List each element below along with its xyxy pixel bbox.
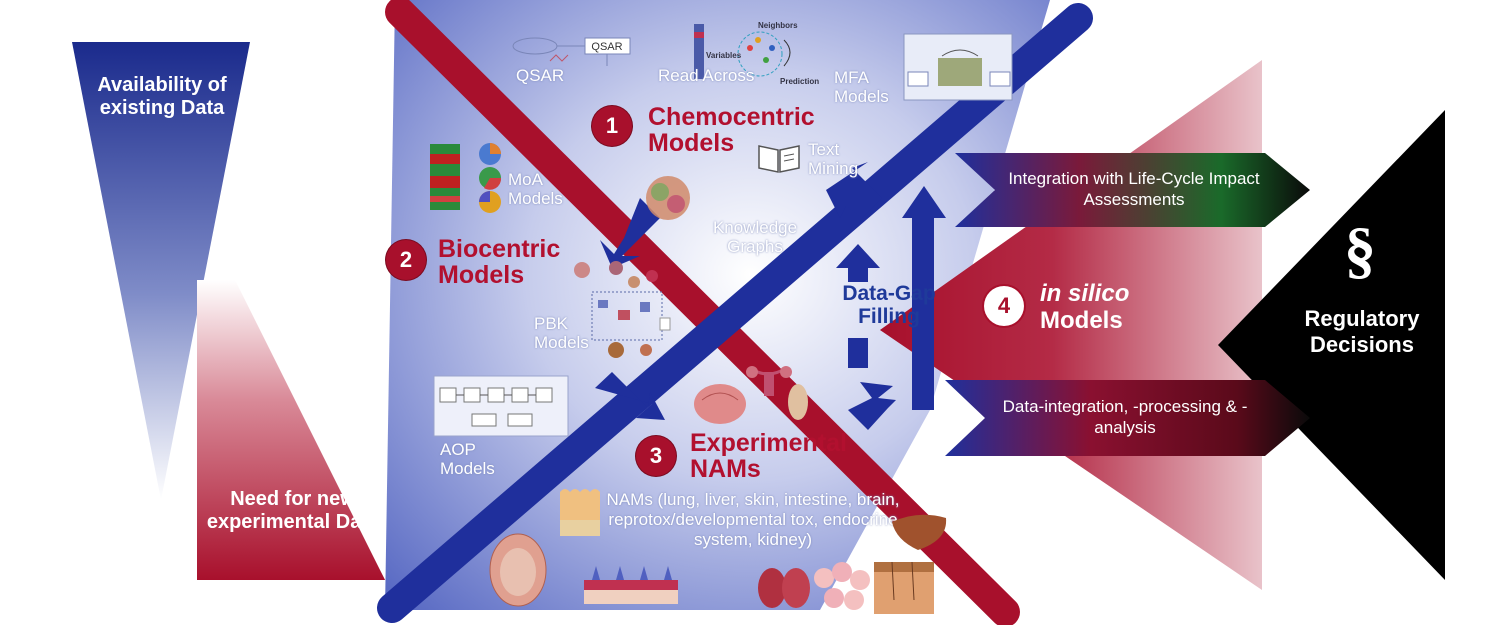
insilico-title: in silico Models [1040, 280, 1170, 334]
neighbors-label: Neighbors [758, 21, 798, 30]
prediction-label: Prediction [780, 77, 819, 86]
availability-label: Availability of existing Data [97, 74, 227, 119]
qsar-box-label: QSAR [591, 41, 622, 53]
qsar-label: QSAR [516, 66, 565, 85]
chemocentric-title: Chemocentric Models [648, 103, 815, 157]
pbk-models-label: PBK Models [534, 314, 589, 352]
knowledge-graphs-label: Knowledge Graphs [712, 218, 798, 256]
pbk-organs-icon [574, 261, 671, 358]
data-gap-arrows [836, 186, 946, 410]
section-sign-icon: § [1344, 214, 1376, 285]
skin-layer-icon [584, 566, 678, 604]
integration-arrow [955, 153, 1310, 227]
need-label: Need for new experimental Data [206, 488, 380, 533]
biocentric-number: 2 [386, 240, 426, 280]
regulatory-decisions-label: Regulatory Decisions [1304, 306, 1420, 357]
skin-tissue-icon [874, 561, 934, 614]
aop-models-label: AOP Models [440, 440, 495, 478]
flow-arrows [595, 162, 896, 430]
experimental-title: Experimental NAMs [690, 429, 848, 483]
insilico-number: 4 [984, 286, 1024, 326]
chemocentric-number: 1 [592, 106, 632, 146]
insilico-title-italic: in silico [1040, 280, 1130, 307]
mfa-icon [903, 33, 1013, 101]
regulatory-arrow [1218, 110, 1445, 580]
data-integration-arrow [945, 380, 1310, 456]
nams-list-label: NAMs (lung, liver, skin, intestine, brai… [606, 490, 900, 549]
read-across-label: Read Across [658, 66, 755, 85]
liver-icon [892, 514, 947, 550]
brain-reproductive-icon [694, 366, 808, 424]
book-icon [758, 145, 800, 173]
qsar-diagram-icon: QSAR [512, 37, 631, 66]
availability-funnel [72, 42, 250, 500]
data-integration-label: Data-integration, -processing & -analysi… [1002, 397, 1248, 437]
data-gap-filling-label: Data-Gap Filling [842, 282, 936, 328]
variables-label: Variables [706, 51, 742, 60]
lung-alveoli-icon [814, 562, 870, 610]
mfa-models-label: MFA Models [834, 68, 889, 106]
read-across-icon: Neighbors Variables Prediction [694, 21, 819, 86]
experimental-number: 3 [636, 436, 676, 476]
knowledge-graph-icon [646, 176, 690, 220]
fetus-icon [489, 533, 547, 607]
aop-schematic-icon [433, 375, 569, 437]
insilico-title-rest: Models [1040, 307, 1123, 334]
blue-diagonal-bar [377, 3, 1093, 623]
moa-heatmap-icon [430, 143, 502, 213]
text-mining-label: Text Mining [808, 140, 859, 178]
moa-models-label: MoA Models [508, 170, 563, 208]
red-diagonal-bar [385, 0, 1020, 625]
intestine-tissue-icon [560, 489, 600, 536]
integration-lca-label: Integration with Life-Cycle Impact Asses… [1008, 169, 1260, 209]
biocentric-title: Biocentric Models [438, 235, 561, 289]
kidney-icon [758, 568, 810, 608]
